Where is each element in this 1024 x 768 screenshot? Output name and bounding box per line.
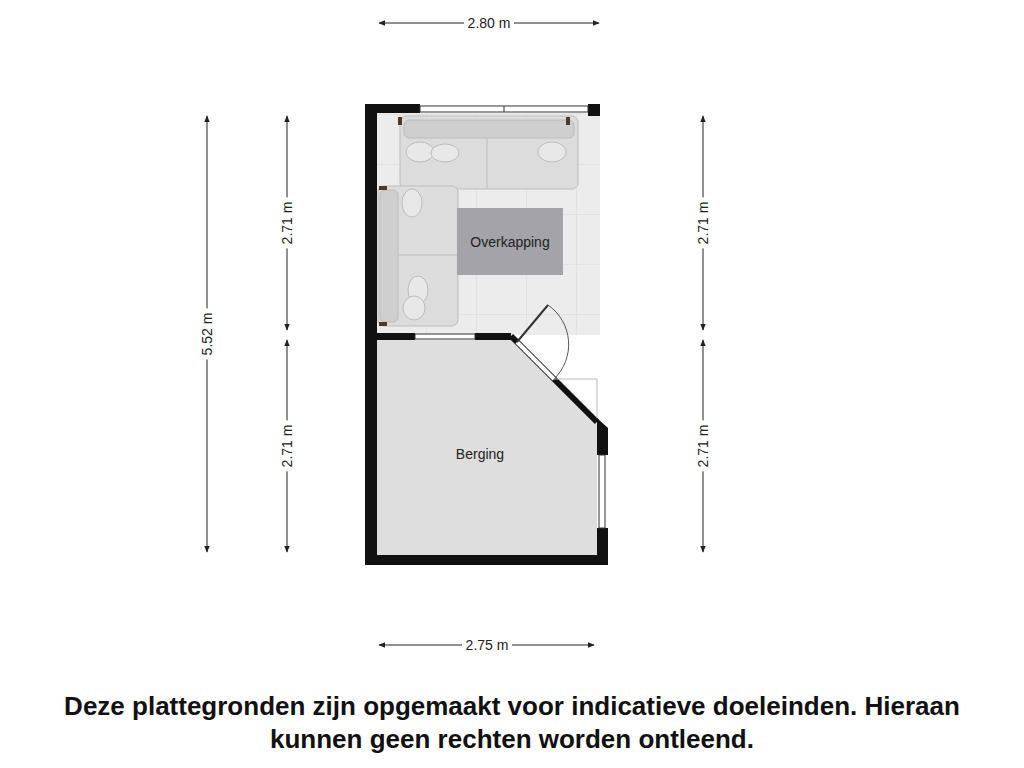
room-name: Overkapping: [470, 234, 549, 250]
room-label-storage: Berging: [420, 420, 540, 488]
terrace-floor: [377, 113, 600, 335]
corner-sofa: [378, 116, 578, 326]
rug: [457, 208, 563, 275]
dimension-label: 2.71 m: [279, 198, 295, 249]
storage-floor: [377, 340, 597, 555]
dimension-label: 5.52 m: [199, 309, 215, 360]
disclaimer-caption: Deze plattegronden zijn opgemaakt voor i…: [62, 690, 962, 756]
room-name: Berging: [456, 446, 504, 462]
walls: [365, 104, 608, 565]
dimension-label: 2.71 m: [695, 198, 711, 249]
room-label-terrace: Overkapping: [457, 208, 563, 275]
dimension-label: 2.71 m: [695, 421, 711, 472]
door: [511, 305, 597, 422]
dimension-label: 2.80 m: [464, 15, 515, 31]
sofa-legs: [379, 117, 570, 326]
dimension-lines: [207, 23, 703, 645]
dimension-label: 2.75 m: [462, 637, 513, 653]
dimension-label: 2.71 m: [279, 421, 295, 472]
floor-tiles: [377, 113, 600, 335]
